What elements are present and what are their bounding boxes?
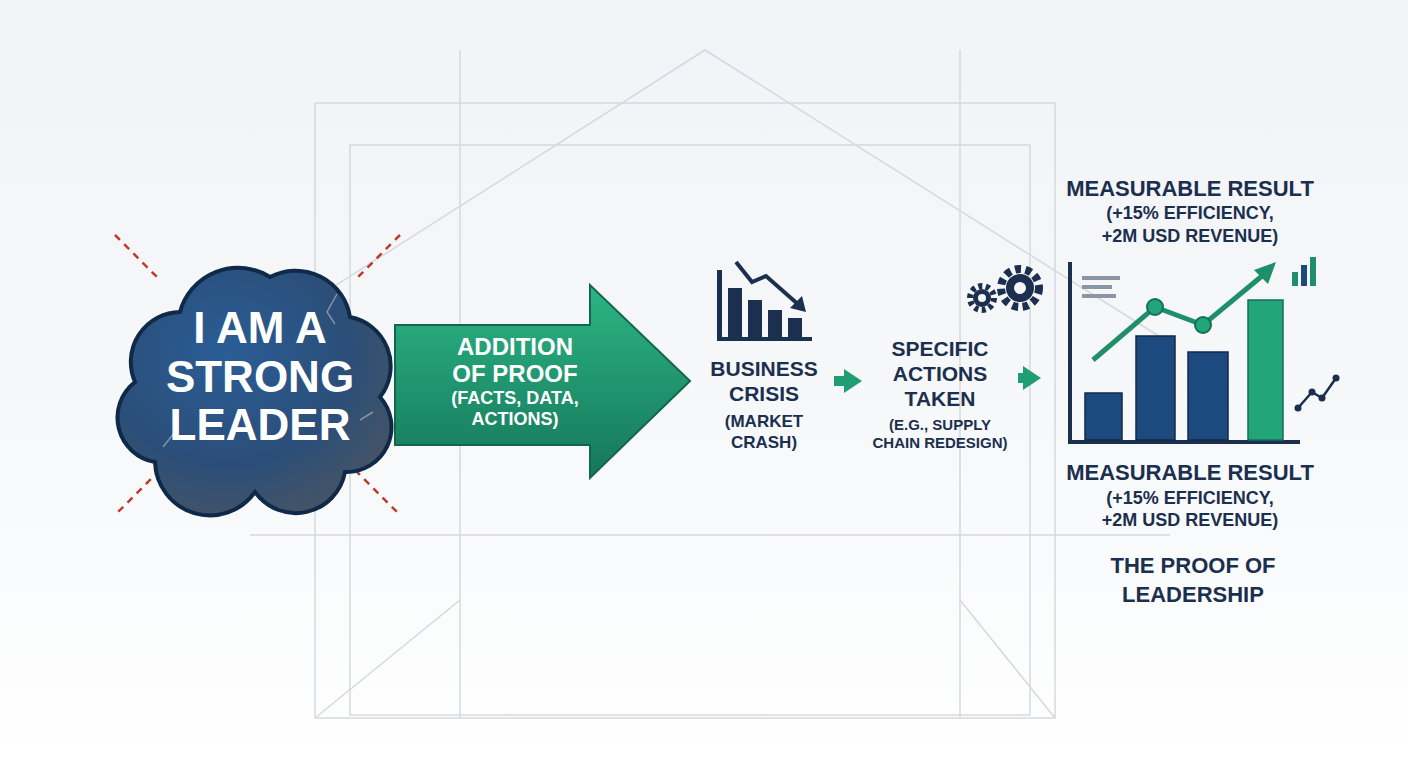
node-heading: ADDITION OF PROOF — [440, 334, 590, 388]
node-heading: BUSINESS CRISIS — [698, 356, 830, 406]
result-chart-part — [1254, 262, 1276, 284]
house-outline-part — [250, 534, 1170, 536]
node-body: (+15% EFFICIENCY, +2M USD REVENUE) — [1088, 202, 1293, 247]
crisis-chart-icon-part — [790, 296, 806, 312]
node-heading: SPECIFIC ACTIONS TAKEN — [880, 336, 1000, 412]
crossed-out-mark-part — [115, 470, 160, 515]
result-chart-part — [1082, 285, 1112, 289]
house-outline-part — [350, 145, 1030, 715]
result-chart-part — [1082, 276, 1120, 280]
gears-icon-part — [1006, 274, 1034, 302]
house-outline-part — [315, 103, 1055, 718]
house-outline-part — [250, 50, 1165, 340]
result-chart-part — [1195, 317, 1211, 333]
flow-arrow — [834, 376, 844, 386]
crossed-out-mark-part — [115, 235, 160, 280]
crisis-chart-icon-part — [717, 270, 722, 340]
crisis-chart-icon-part — [748, 300, 762, 337]
result-chart-part — [1333, 375, 1340, 382]
belief-cloud: I AM A STRONG LEADER — [105, 232, 405, 512]
result-chart-part — [1082, 294, 1116, 298]
proof-arrow: ADDITION OF PROOF(FACTS, DATA, ACTIONS) — [395, 283, 692, 481]
result-chart-part — [1068, 262, 1072, 444]
result-chart-part — [1188, 352, 1228, 440]
node-body: (FACTS, DATA, ACTIONS) — [440, 388, 590, 429]
node-body: (+15% EFFICIENCY, +2M USD REVENUE) — [1088, 487, 1293, 532]
result-chart-part — [1147, 299, 1163, 315]
node-body: (MARKET CRASH) — [709, 412, 819, 453]
arrow-outline — [395, 285, 690, 478]
result-chart-part — [1319, 395, 1326, 402]
result-chart-part — [1310, 257, 1316, 286]
crossed-out-mark — [115, 235, 400, 515]
result-chart-part — [1292, 272, 1298, 286]
action-step: SPECIFIC ACTIONS TAKEN (E.G., SUPPLY CHAI… — [866, 336, 1014, 453]
gears-icon-part — [970, 286, 994, 310]
crisis-chart-icon — [717, 262, 812, 341]
cloud-outline — [117, 268, 391, 516]
node-heading: MEASURABLE RESULT — [1045, 176, 1335, 202]
result-panel: MEASURABLE RESULT(+15% EFFICIENCY, +2M U… — [1045, 176, 1335, 532]
caption-label: THE PROOF OF LEADERSHIP — [1088, 552, 1298, 609]
result-chart-part — [1093, 276, 1262, 360]
node-body: (E.G., SUPPLY CHAIN REDESIGN) — [866, 416, 1014, 454]
result-chart-part — [1295, 405, 1302, 412]
crisis-chart-icon-part — [728, 288, 742, 337]
gears-icon-part — [978, 294, 986, 302]
flow-arrow — [1018, 373, 1023, 383]
crisis-chart-icon-part — [736, 262, 800, 306]
crisis-chart-icon-part — [717, 337, 812, 341]
gears-icon-part — [973, 289, 991, 307]
result-chart — [1068, 257, 1340, 444]
gears-icon — [970, 269, 1039, 310]
house-outline-part — [315, 600, 460, 718]
crisis-chart-icon-part — [788, 318, 802, 337]
crisis-step: BUSINESS CRISIS (MARKET CRASH) — [698, 356, 830, 453]
result-chart-part — [1085, 393, 1122, 440]
house-outline-part — [960, 600, 1055, 718]
result-chart-part — [1301, 265, 1307, 286]
result-chart-part — [1136, 336, 1175, 440]
gears-icon-part — [1001, 269, 1039, 307]
crisis-chart-icon-part — [768, 310, 782, 337]
crossed-out-mark-part — [355, 470, 400, 515]
result-chart-part — [1298, 378, 1336, 408]
crossed-out-mark-part — [355, 235, 400, 280]
node-heading: I AM A STRONG LEADER — [145, 304, 375, 449]
gears-icon-part — [1014, 282, 1026, 294]
result-chart-part — [1309, 389, 1316, 396]
node-heading: MEASURABLE RESULT — [1045, 460, 1335, 486]
result-chart-part — [1248, 300, 1283, 440]
